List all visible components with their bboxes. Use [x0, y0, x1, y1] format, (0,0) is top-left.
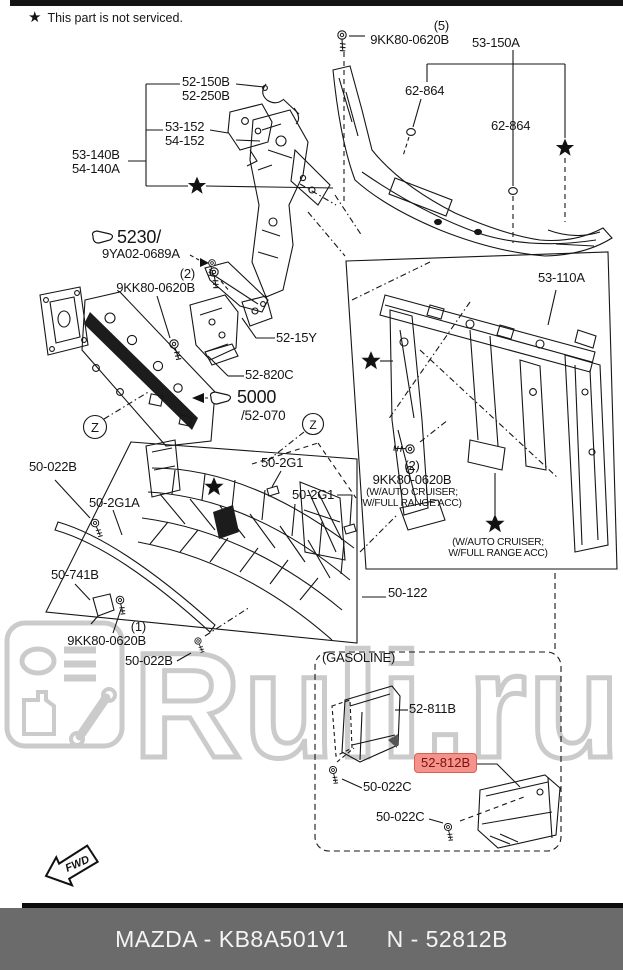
label-50-022C: 50-022C	[376, 809, 425, 824]
label-50-022B: 50-022B	[125, 653, 173, 668]
shock-absorber-icon	[69, 687, 117, 747]
label-52-812B-highlighted: 52-812B	[414, 753, 478, 773]
label-62-864: 62-864	[491, 118, 531, 133]
label-5000: 5000	[237, 387, 277, 407]
bolt-icon	[359, 419, 449, 553]
label-50-2G1: 50-2G1	[292, 487, 335, 502]
headlight-icon	[19, 646, 57, 676]
label-9KK80-0620B-x1: (1)9KK80-0620B	[67, 619, 146, 649]
label-53-110A: 53-110A	[538, 270, 585, 285]
box-radiator-support	[345, 251, 618, 570]
part-energy-absorber	[137, 439, 355, 641]
label-52-811B: 52-811B	[409, 701, 456, 716]
bolt-icon	[176, 606, 251, 662]
label-53-150A: 53-150A	[472, 35, 520, 50]
label-9KK80-0620B-x5: (5)9KK80-0620B	[370, 18, 449, 48]
bolt-icon	[54, 479, 109, 539]
label-50-2G1A: 50-2G1A	[89, 495, 140, 510]
footer-bar: MAZDA - KB8A501V1 N - 52812B	[0, 903, 623, 970]
part-53-152	[227, 103, 273, 167]
clip-5230-icon	[91, 230, 231, 293]
bracket-53-150A	[402, 50, 574, 243]
star-cruiser-callout	[486, 473, 504, 532]
footer-part-number: N - 52812B	[386, 925, 508, 952]
part-50-2G1A-strip	[54, 509, 216, 633]
label-52-15Y: 52-15Y	[276, 330, 317, 345]
fwd-arrow-icon: FWD	[44, 844, 100, 887]
part-52-812B	[459, 763, 561, 849]
label-9YA02-0689A: 9YA02-0689A	[102, 246, 180, 261]
label-50-741B: 50-741B	[51, 567, 99, 582]
star-icon: ★	[28, 9, 42, 26]
footer-rule	[22, 903, 623, 908]
label-50-022B: 50-022B	[29, 459, 77, 474]
z-letter: Z	[309, 418, 316, 432]
clip-50-2G1	[266, 470, 357, 535]
oil-can-icon	[22, 690, 56, 736]
label-gasoline: (GASOLINE)	[322, 650, 396, 665]
part-bumper-beam	[39, 286, 216, 447]
not-serviced-note: ★ This part is not serviced.	[28, 9, 183, 26]
clip-5000-icon	[192, 391, 232, 405]
label-50-122: 50-122	[388, 585, 428, 600]
box-gasoline	[314, 573, 562, 852]
label-52-820C: 52-820C	[245, 367, 294, 382]
label-50-022C: 50-022C	[363, 779, 412, 794]
diagram-linework: Z Z FWD	[39, 28, 618, 887]
watermark-layer: Ruli.ru	[4, 619, 622, 792]
z-letter: Z	[91, 420, 99, 435]
bolt-icon	[329, 28, 365, 205]
label-52-070: /52-070	[241, 408, 286, 423]
part-52-15Y	[201, 257, 275, 339]
part-hinge-pillar	[249, 109, 363, 298]
part-50-741B	[74, 583, 133, 634]
bracket-left-group	[128, 83, 334, 194]
watermark-icon-box	[4, 620, 125, 749]
watermark-text: Ruli.ru	[133, 621, 622, 789]
label-9KK80-0620B-x2: (2)9KK80-0620B	[116, 266, 195, 296]
part-cowl-panel	[299, 65, 613, 257]
top-rule	[10, 0, 623, 6]
grille-lines-icon	[64, 646, 96, 682]
footer-catalog-code: MAZDA - KB8A501V1	[115, 925, 349, 952]
bolt-icon	[428, 818, 460, 843]
label-5230: 5230/	[117, 227, 162, 247]
bolt-icon	[323, 747, 363, 789]
box-bumper-section	[45, 441, 386, 644]
label-50-2G1: 50-2G1	[261, 455, 304, 470]
label-9KK80-0620B-cruiser: (2)9KK80-0620B (W/AUTO CRUISER;W/FULL RA…	[362, 458, 462, 510]
bolt-icon	[156, 295, 189, 363]
part-radiator-support	[362, 289, 609, 553]
zoom-callout-z-right	[265, 412, 325, 463]
label-cruiser-note: (W/AUTO CRUISER;W/FULL RANGE ACC)	[448, 537, 548, 560]
part-52-820C	[189, 294, 244, 377]
part-52-150B	[262, 83, 300, 125]
zoom-callout-z-left	[82, 390, 151, 440]
label-62-864: 62-864	[405, 83, 445, 98]
part-52-811B	[331, 685, 408, 763]
footer-caption: MAZDA - KB8A501V1 N - 52812B	[0, 908, 623, 970]
